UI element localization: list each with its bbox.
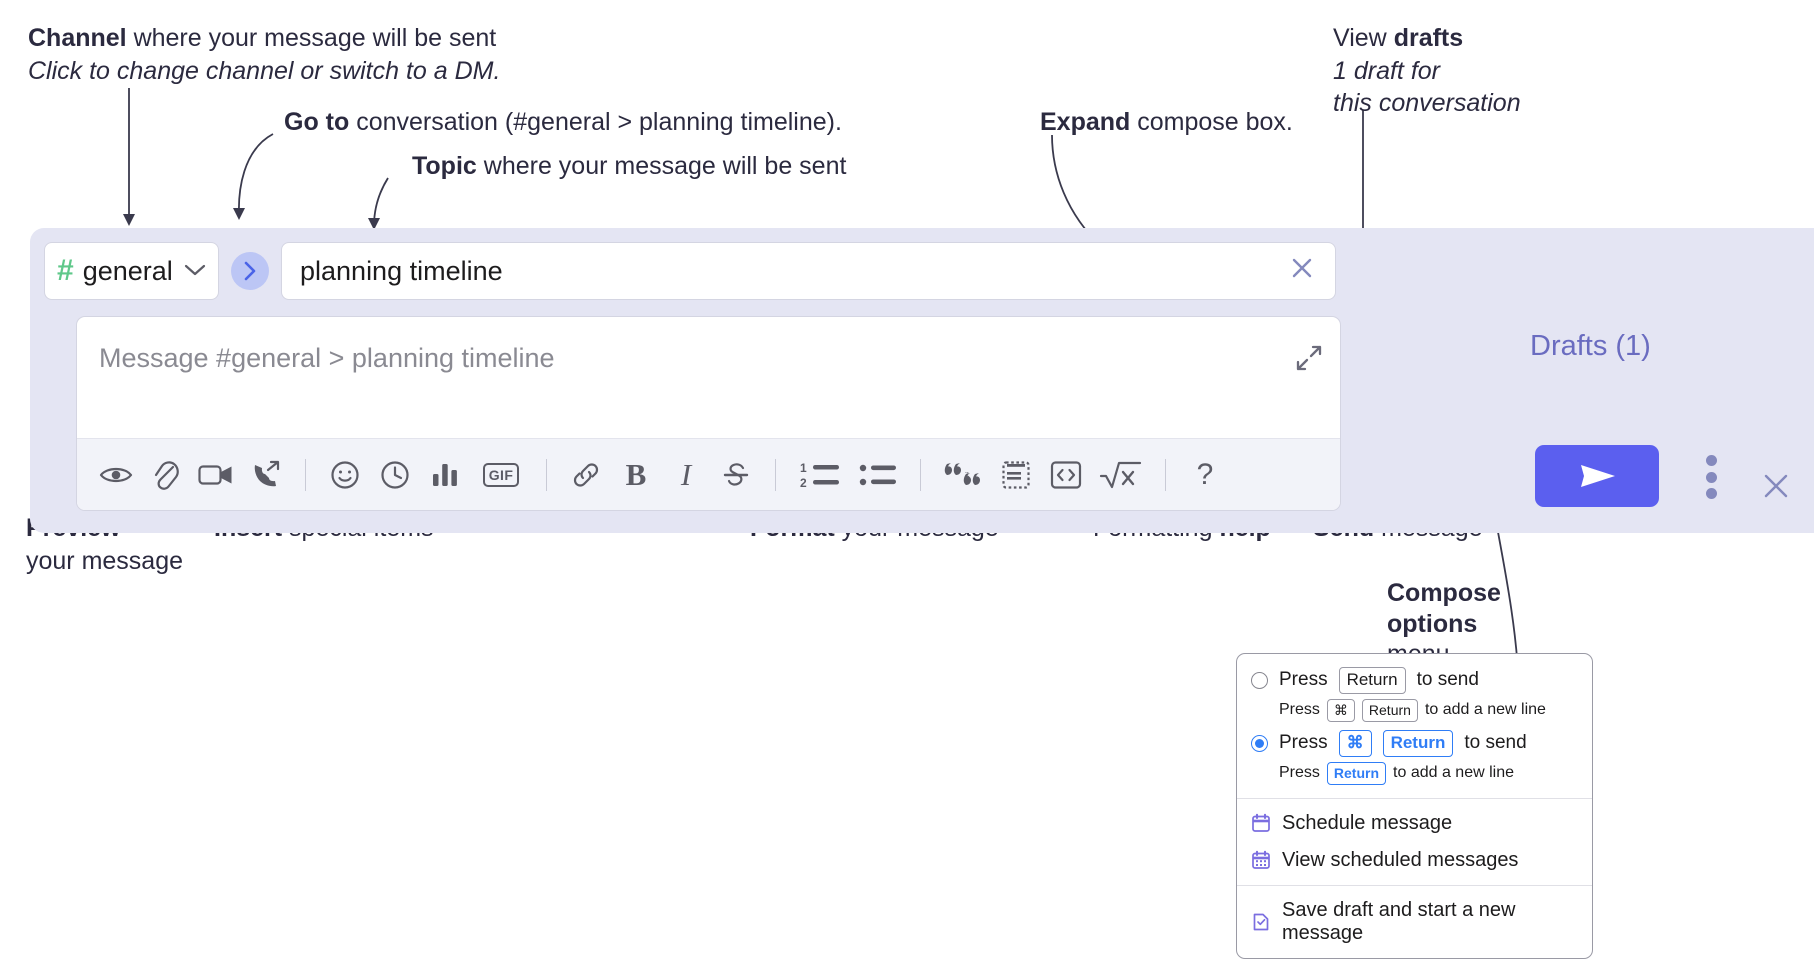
compose-panel: # general planning timeline Message #gen… [30,228,1814,533]
radio-option-return-to-send[interactable]: Press Return to send [1237,664,1592,697]
radio-tosend-label: to send [1464,732,1527,754]
kebab-dot [1705,455,1717,466]
close-icon[interactable] [1281,253,1323,289]
italic-icon[interactable]: I [680,456,692,492]
key-return: Return [1338,667,1406,694]
expand-icon[interactable] [1294,343,1324,378]
menu-item-label: Save draft and start a new message [1282,898,1516,944]
sub-press-label: Press [1279,701,1320,719]
close-icon[interactable] [1760,470,1792,507]
toolbar-separator [1165,458,1166,491]
radio-press-label: Press [1279,669,1328,691]
help-icon[interactable]: ? [1196,457,1214,491]
menu-item-label: Schedule message [1282,811,1453,834]
preview-icon[interactable] [93,452,139,498]
calendar-icon [1251,813,1271,833]
toolbar-separator [546,458,547,491]
formatting-toolbar: GIF B I 1 2 [77,438,1340,510]
radio-press-label: Press [1279,732,1328,754]
compose-header-row: # general planning timeline [44,242,1336,300]
radio-option-cmd-return-to-send[interactable]: Press ⌘ Return to send [1237,727,1592,760]
menu-item-view-scheduled-messages[interactable]: View scheduled messages [1237,842,1592,879]
radio-tosend-label: to send [1416,669,1479,691]
strikethrough-icon[interactable] [713,452,759,498]
poll-icon[interactable] [422,452,468,498]
menu-divider [1237,884,1592,886]
annotation-goto: Go to conversation (#general > planning … [284,108,842,136]
topic-input[interactable]: planning timeline [281,242,1336,300]
annotation-expand: Expand compose box. [1040,108,1293,136]
toolbar-separator [305,458,306,491]
schedule-section: Schedule message View scheduled messages [1237,799,1592,885]
kebab-dot [1705,471,1717,483]
key-return: Return [1361,698,1418,722]
annotation-drafts: View drafts 1 draft for this conversatio… [1333,24,1521,117]
key-command: ⌘ [1326,698,1355,722]
menu-divider [1237,797,1592,799]
bulleted-list-icon[interactable] [852,452,904,498]
sub-press-label: Press [1279,764,1320,782]
chevron-down-icon [184,261,206,282]
code-icon[interactable] [1043,452,1089,498]
message-input-box[interactable]: Message #general > planning timeline [76,316,1341,511]
ordered-list-icon[interactable]: 1 2 [792,452,848,498]
math-icon[interactable] [1093,452,1149,498]
compose-options-button[interactable] [1697,455,1725,499]
toolbar-separator [775,458,776,491]
key-return: Return [1382,729,1454,757]
hash-icon: # [57,254,74,287]
sub-tail-label: to add a new line [1393,764,1515,782]
blockquote-icon[interactable] [937,452,989,498]
radio-option-return-subtext: Press ⌘ Return to add a new line [1237,697,1592,727]
video-camera-icon[interactable] [193,452,239,498]
svg-text:1: 1 [800,461,807,475]
gif-icon[interactable]: GIF [472,452,530,498]
toolbar-separator [920,458,921,491]
save-draft-icon [1251,912,1271,932]
draft-section: Save draft and start a new message [1237,886,1592,958]
radio-option-cmd-return-subtext: Press Return to add a new line [1237,760,1592,790]
topic-value: planning timeline [300,255,503,286]
kebab-dot [1705,488,1717,499]
compose-options-menu: Press Return to send Press ⌘ Return to a… [1236,653,1593,959]
link-icon[interactable] [563,452,609,498]
code-block-icon[interactable] [993,452,1039,498]
clock-icon[interactable] [372,452,418,498]
calendar-grid-icon [1251,850,1271,870]
drafts-link[interactable]: Drafts (1) [1530,330,1651,362]
key-return: Return [1326,761,1387,785]
menu-item-schedule-message[interactable]: Schedule message [1237,805,1592,842]
go-to-conversation-button[interactable] [231,252,269,290]
bold-icon[interactable]: B [625,456,647,492]
menu-item-label: View scheduled messages [1282,848,1519,871]
send-icon [1581,465,1615,487]
attachment-icon[interactable] [143,452,189,498]
channel-name: general [82,255,173,286]
key-command: ⌘ [1338,729,1372,757]
message-placeholder: Message #general > planning timeline [99,343,555,373]
send-shortcut-options: Press Return to send Press ⌘ Return to a… [1237,654,1592,798]
sub-tail-label: to add a new line [1424,701,1546,719]
send-button[interactable] [1535,445,1659,507]
radio-button-selected[interactable] [1251,734,1268,752]
menu-item-save-draft[interactable]: Save draft and start a new message [1237,892,1592,952]
svg-text:2: 2 [800,476,807,490]
annotation-channel: Channel where your message will be sent … [28,24,501,85]
annotation-topic: Topic where your message will be sent [412,152,847,180]
channel-selector[interactable]: # general [44,242,219,300]
radio-button[interactable] [1251,671,1268,689]
emoji-icon[interactable] [322,452,368,498]
audio-clip-icon[interactable] [243,452,289,498]
